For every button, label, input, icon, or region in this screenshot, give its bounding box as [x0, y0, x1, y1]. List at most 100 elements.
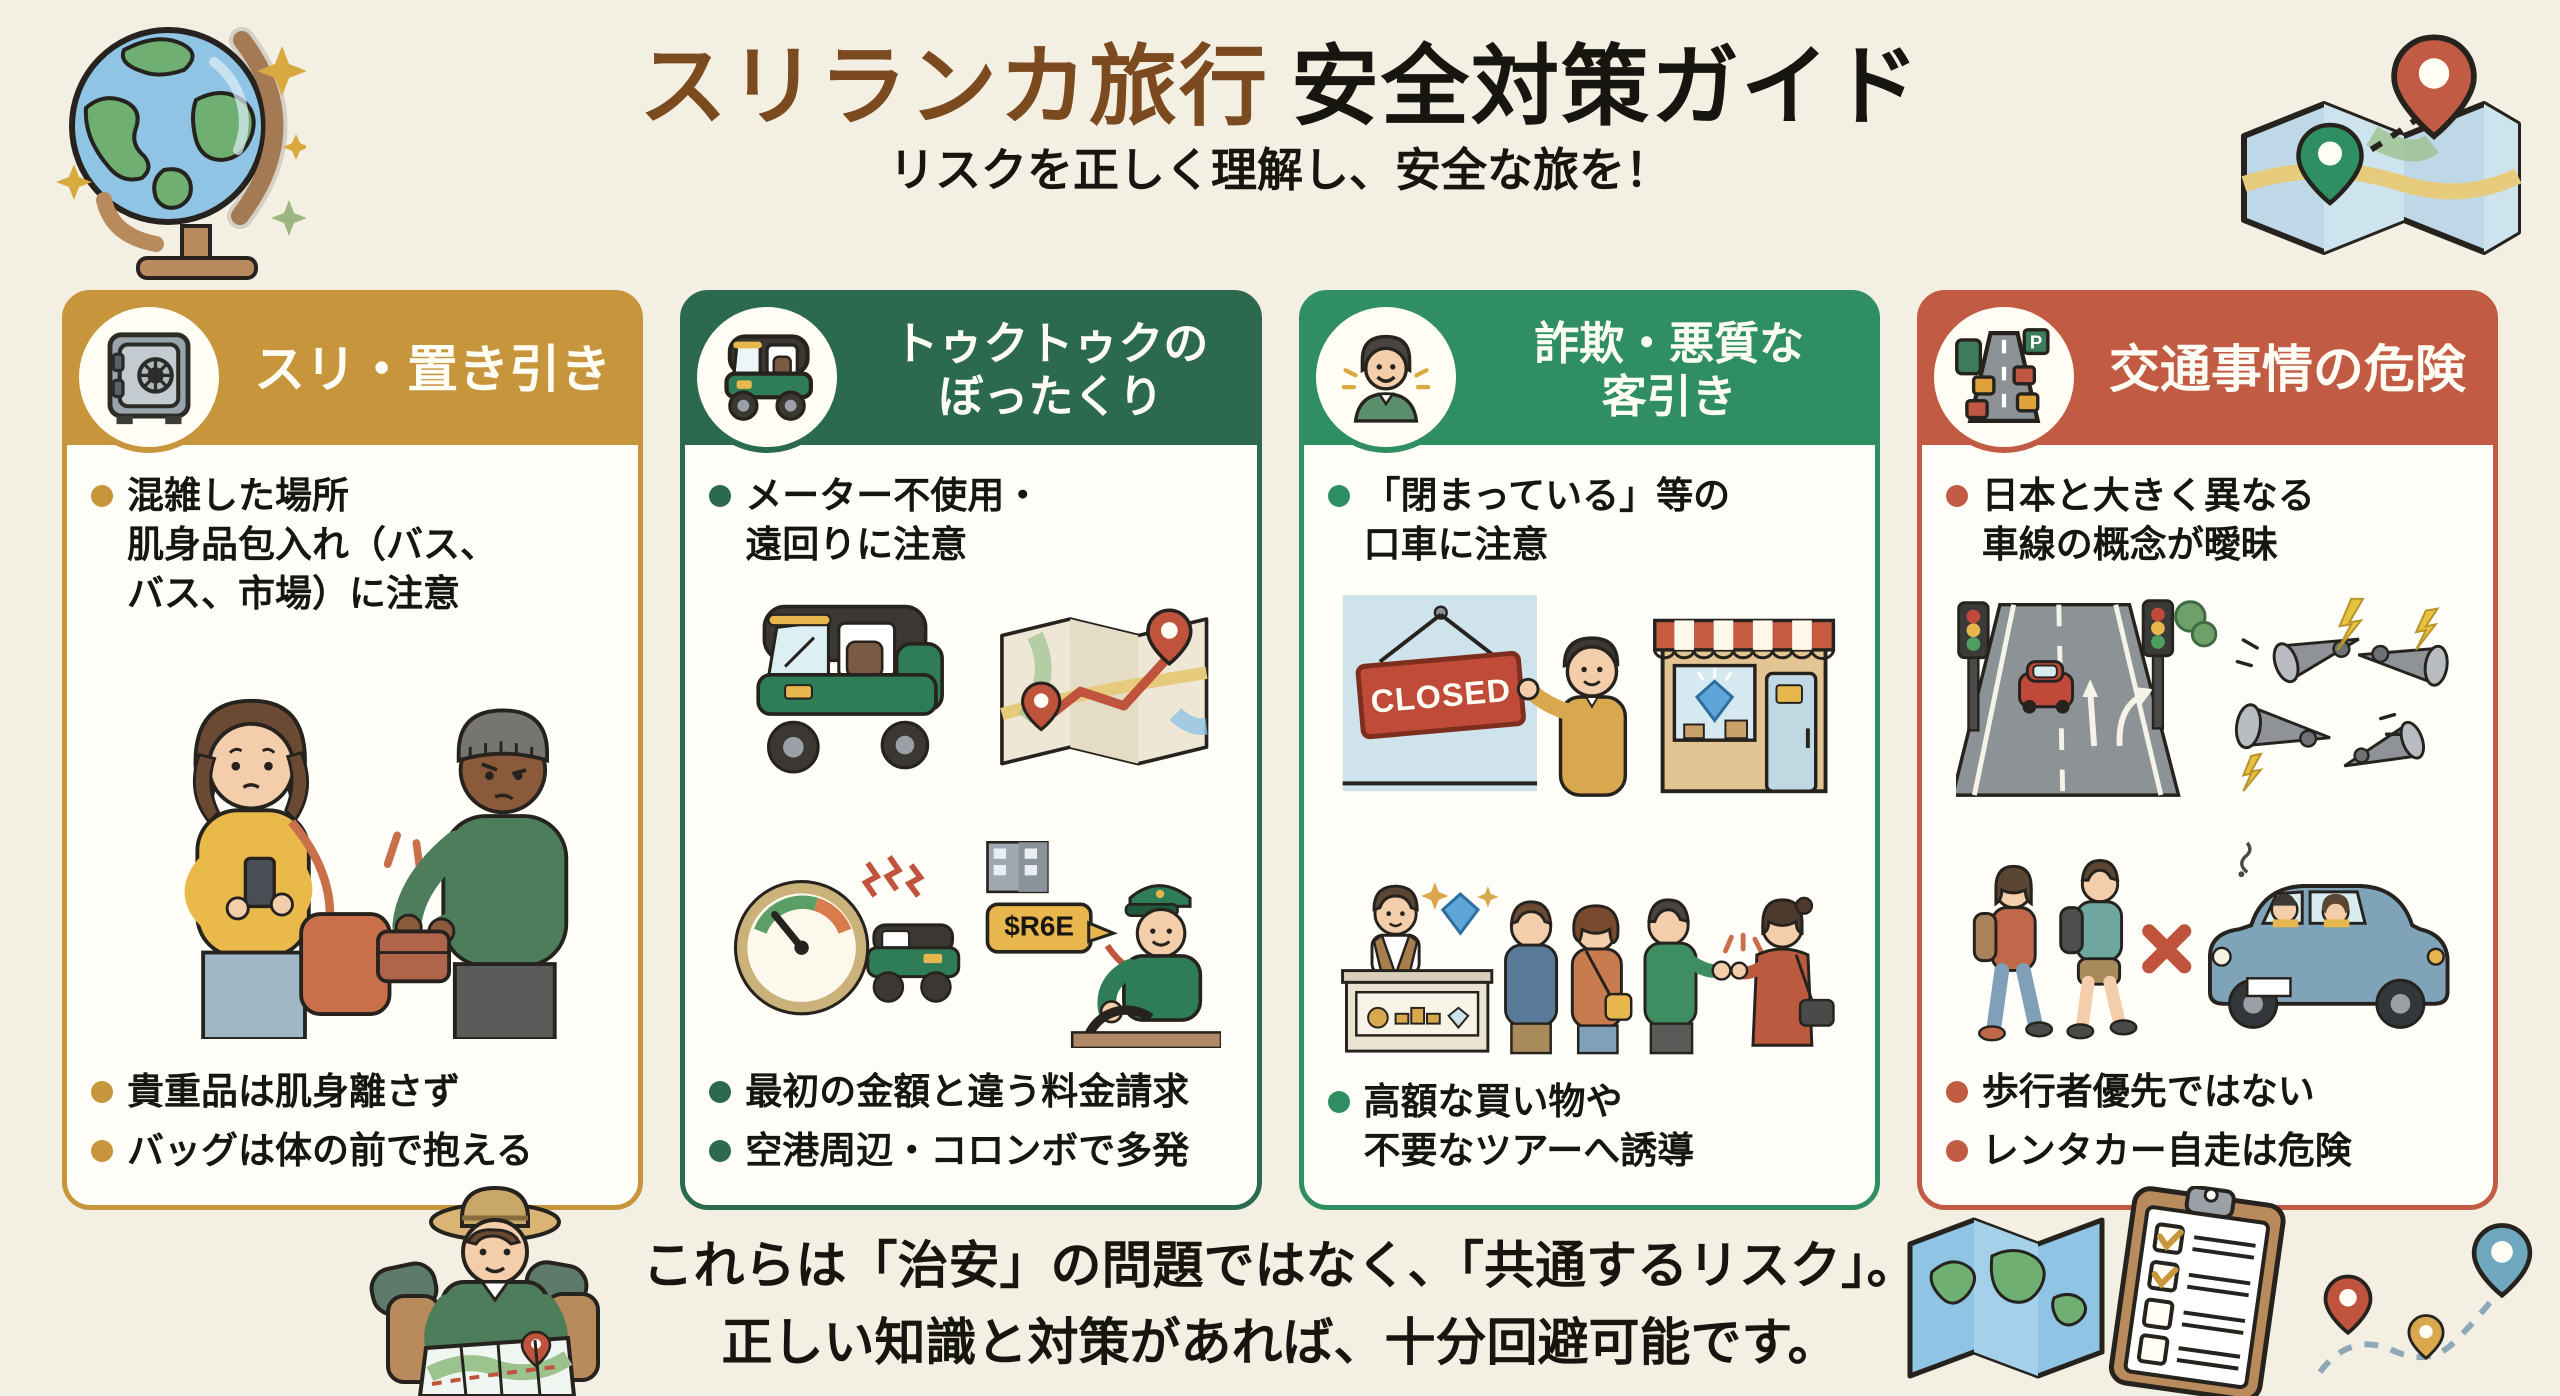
- tuktuk-illustration: [756, 604, 944, 774]
- bullet-line: 口車に注意: [1363, 523, 1549, 565]
- gesture-marks: [1723, 932, 1764, 954]
- bullet-dot: [1945, 1140, 1968, 1163]
- pickpocket-illustration: [184, 699, 568, 1040]
- car-icon: [2018, 659, 2075, 714]
- green-pin-icon: [2296, 122, 2364, 206]
- blue-pin-icon: [2471, 1223, 2533, 1299]
- bullet-dot: [709, 1140, 732, 1163]
- red-pin-icon: [2323, 1274, 2373, 1336]
- driver-illustration: $R6E: [985, 841, 1221, 1049]
- parking-sign-label: P: [2030, 331, 2042, 352]
- traffic-light-icon: [2142, 599, 2175, 730]
- risk-cards-row: スリ・置き引き 混雑した場所 肌身品包入れ（バス、 バス、市場）に注意: [62, 290, 2498, 1210]
- jewelry-counter-illustration: [1341, 881, 1835, 1054]
- traffic-light-icon: [1957, 601, 1990, 732]
- sparkle-icon: [271, 200, 306, 236]
- map-pins-icon: [2241, 34, 2522, 255]
- bullet-item: 高額な買い物や 不要なツアーへ誘導: [1327, 1078, 1851, 1176]
- bullet-line: 空港周辺・コロンボで多発: [745, 1130, 1190, 1172]
- bullet-dot: [91, 485, 113, 507]
- card-tuktuk-title-line1: トゥクトゥクの: [893, 317, 1209, 369]
- meter-illustration: [733, 855, 961, 1016]
- bullet-item: メーター不使用・ 遠回りに注意: [709, 472, 1232, 570]
- backpacker-illustration: [369, 1185, 600, 1396]
- stress-marks: [861, 855, 925, 898]
- bullet-line: 不要なツアーへ誘導: [1363, 1130, 1695, 1172]
- bullet-dot: [709, 485, 732, 507]
- lane-arrows: [2082, 679, 2154, 747]
- bullet-item: 歩行者優先ではない: [1945, 1068, 2469, 1117]
- bullet-dot: [1327, 485, 1350, 507]
- bullet-line: 貴重品は肌身離さず: [127, 1071, 460, 1113]
- diamond-icon: [1695, 679, 1735, 724]
- rental-car-illustration: [2208, 841, 2450, 1030]
- bullet-line: 混雑した場所: [127, 475, 349, 516]
- fare-bubble-label: $R6E: [1004, 910, 1074, 941]
- bullet-line: バッグは体の前で抱える: [127, 1130, 533, 1172]
- bullet-dot: [91, 1140, 113, 1163]
- bullet-item: 混雑した場所 肌身品包入れ（バス、 バス、市場）に注意: [91, 472, 614, 618]
- bullet-line: 高額な買い物や: [1363, 1081, 1623, 1123]
- bullet-line: 車線の概念が曖昧: [1981, 523, 2278, 565]
- card-traffic: P 交通事情の危険 日本と大きく異なる 車線の概念が曖昧: [1916, 290, 2498, 1210]
- card-pickpocket-body: 混雑した場所 肌身品包入れ（バス、 バス、市場）に注意: [67, 445, 638, 1205]
- x-mark-icon: [2142, 924, 2192, 974]
- page-title: スリランカ旅行安全対策ガイド: [0, 16, 2560, 143]
- traffic-icon: P: [1927, 301, 2080, 453]
- page-subtitle: リスクを正しく理解し、安全な旅を！: [889, 144, 1671, 196]
- tuktuk-icon: [691, 301, 844, 453]
- bullet-item: レンタカー自走は危険: [1945, 1127, 2469, 1176]
- bullet-item: 日本と大きく異なる 車線の概念が曖昧: [1945, 472, 2469, 570]
- sparkle-icon: [283, 134, 306, 160]
- footer-line-2: 正しい知識と対策があれば、十分回避可能です。: [721, 1313, 1839, 1371]
- bullet-line: 日本と大きく異なる: [1981, 475, 2315, 516]
- card-tuktuk: トゥクトゥクの ぼったくり メーター不使用・ 遠回りに注意: [680, 290, 1262, 1210]
- card-scam: 詐欺・悪質な 客引き 「閉まっている」等の 口車に注意: [1298, 290, 1880, 1210]
- sparkle-icon: [56, 164, 92, 200]
- bullet-item: 「閉まっている」等の 口車に注意: [1327, 472, 1851, 570]
- bullet-line: 最初の金額と違う料金請求: [745, 1071, 1190, 1113]
- yellow-pin-icon: [2407, 1314, 2445, 1361]
- red-pin-icon: [1020, 681, 1062, 732]
- world-map-icon: [1907, 1217, 2105, 1379]
- closed-shop-illustration: CLOSED: [1342, 595, 1836, 798]
- lightning-icon: [2242, 597, 2441, 792]
- bullet-dot: [1327, 1091, 1350, 1114]
- awning-icon: [1653, 619, 1836, 661]
- sparkle-icon: [1421, 881, 1449, 910]
- card-tuktuk-title-line2: ぼったくり: [938, 371, 1164, 422]
- card-tuktuk-body: メーター不使用・ 遠回りに注意: [685, 445, 1256, 1205]
- bullet-dot: [1945, 485, 1968, 507]
- card-scam-title-line2: 客引き: [1601, 371, 1737, 422]
- bullet-item: バッグは体の前で抱える: [91, 1127, 614, 1176]
- globe-icon: [56, 27, 306, 280]
- bullet-line: メーター不使用・: [745, 475, 1042, 516]
- bullet-line: 肌身品包入れ（バス、: [127, 523, 497, 565]
- card-traffic-title: 交通事情の危険: [2108, 340, 2466, 398]
- bullet-dot: [1945, 1081, 1968, 1104]
- page-title-highlight: スリランカ旅行: [638, 37, 1269, 136]
- horns-illustration: [2235, 597, 2450, 792]
- card-scam-body: 「閉まっている」等の 口車に注意 CLOSED: [1304, 445, 1875, 1205]
- pedestrians-car-illustration: [1973, 841, 2450, 1042]
- bullet-dot: [709, 1081, 732, 1104]
- dizzy-squiggle: [2240, 841, 2252, 874]
- road-horns-illustration: [1956, 597, 2450, 797]
- page-title-rest: 安全対策ガイド: [1291, 37, 1922, 136]
- diamond-icon: [1440, 891, 1481, 936]
- bullet-line: レンタカー自走は危険: [1981, 1130, 2352, 1172]
- bullet-item: 貴重品は肌身離さず: [91, 1068, 614, 1117]
- sparkle-icon: [257, 46, 306, 96]
- safe-icon: [73, 301, 225, 453]
- bullet-item: 最初の金額と違う料金請求: [709, 1068, 1232, 1117]
- card-pickpocket-title: スリ・置き引き: [254, 340, 612, 398]
- route-map-illustration: [1000, 608, 1209, 766]
- footer-line-1: これらは「治安」の問題ではなく、「共通するリスク」。: [642, 1237, 1918, 1294]
- red-pin-icon: [1146, 608, 1193, 666]
- sparkle-icon: [1477, 885, 1499, 908]
- bottom-right-decorations: [1907, 1186, 2533, 1396]
- red-pin-icon: [2391, 34, 2477, 140]
- bullet-dot: [91, 1081, 113, 1104]
- card-traffic-body: 日本と大きく異なる 車線の概念が曖昧: [1922, 445, 2493, 1205]
- bullet-line: 「閉まっている」等の: [1363, 475, 1731, 516]
